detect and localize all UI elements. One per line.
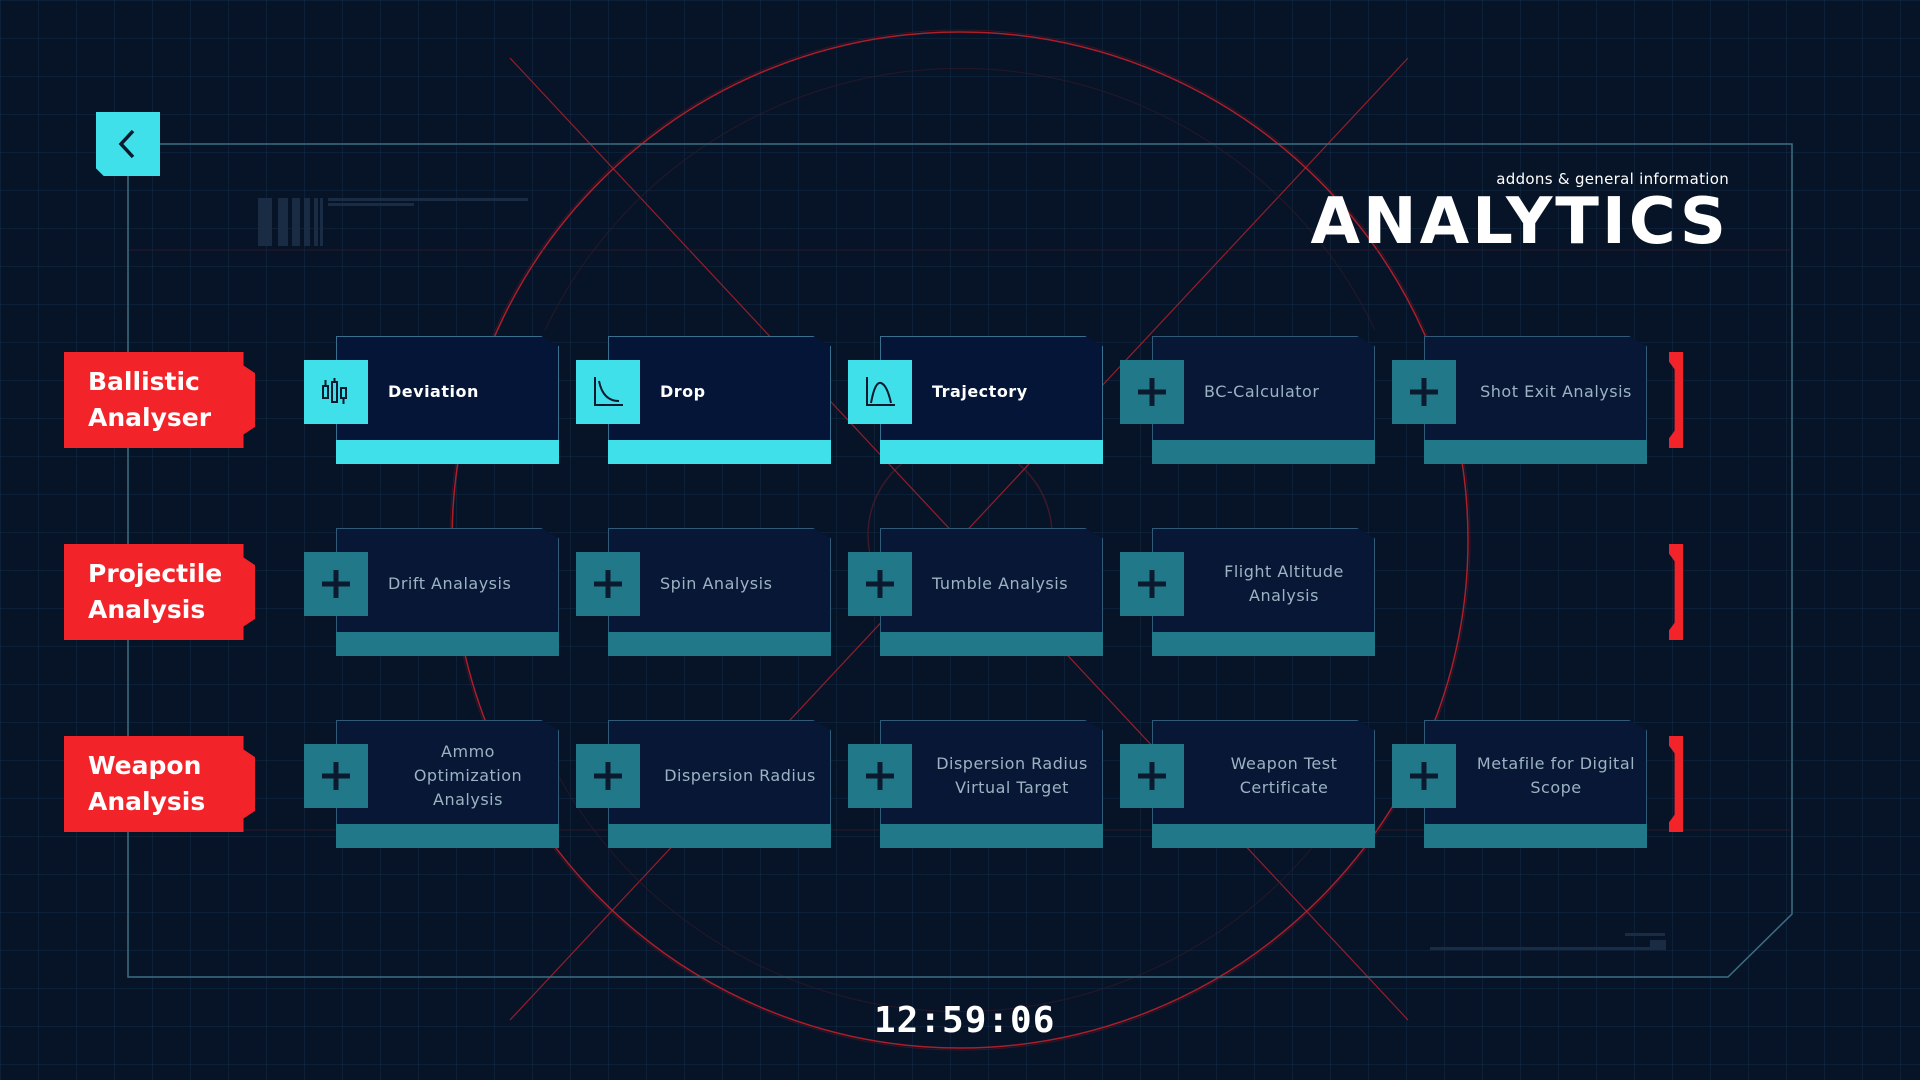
tile-bc-calculator[interactable]: BC-Calculator bbox=[1120, 336, 1393, 464]
tile-label: Drop bbox=[660, 382, 706, 401]
tile-dispersion-radius[interactable]: Dispersion Radius bbox=[576, 720, 849, 848]
tile-drop[interactable]: Drop bbox=[576, 336, 849, 464]
tile-trajectory[interactable]: Trajectory bbox=[848, 336, 1121, 464]
tile-metafile-for-digital-scope[interactable]: Metafile for Digital Scope bbox=[1392, 720, 1665, 848]
tile-label: BC-Calculator bbox=[1204, 382, 1320, 401]
tile-label: Deviation bbox=[388, 382, 479, 401]
row-label-line1: Weapon bbox=[88, 751, 202, 780]
tile-label: Ammo Optimization Analysis bbox=[413, 742, 523, 809]
plus-icon bbox=[1392, 744, 1456, 808]
deviation-chart-icon bbox=[304, 360, 368, 424]
tile-deviation[interactable]: Deviation bbox=[304, 336, 577, 464]
tile-flight-altitude-analysis[interactable]: Flight Altitude Analysis bbox=[1120, 528, 1393, 656]
tile-spin-analysis[interactable]: Spin Analysis bbox=[576, 528, 849, 656]
tile-weapon-test-certificate[interactable]: Weapon Test Certificate bbox=[1120, 720, 1393, 848]
clock: 12:59:06 bbox=[874, 1000, 1056, 1041]
trajectory-curve-icon bbox=[848, 360, 912, 424]
row-label-weapon-analysis: Weapon Analysis bbox=[64, 736, 255, 832]
plus-icon bbox=[576, 744, 640, 808]
row-label-projectile-analysis: Projectile Analysis bbox=[64, 544, 255, 640]
tile-label: Flight Altitude Analysis bbox=[1224, 562, 1344, 605]
tile-label: Dispersion Radius Virtual Target bbox=[936, 754, 1088, 797]
tile-label: Weapon Test Certificate bbox=[1230, 754, 1338, 797]
tile-drift-analysis[interactable]: Drift Analaysis bbox=[304, 528, 577, 656]
tile-label: Spin Analysis bbox=[660, 574, 773, 593]
tile-ammo-optimization-analysis[interactable]: Ammo Optimization Analysis bbox=[304, 720, 577, 848]
row-label-line1: Ballistic bbox=[88, 367, 200, 396]
tile-label: Metafile for Digital Scope bbox=[1476, 754, 1636, 797]
plus-icon bbox=[576, 552, 640, 616]
drop-curve-icon bbox=[576, 360, 640, 424]
chevron-left-icon bbox=[118, 129, 135, 159]
plus-icon bbox=[848, 552, 912, 616]
plus-icon bbox=[1120, 744, 1184, 808]
plus-icon bbox=[848, 744, 912, 808]
plus-icon bbox=[304, 744, 368, 808]
back-button[interactable] bbox=[96, 112, 160, 176]
tile-label: Drift Analaysis bbox=[388, 574, 512, 593]
tile-label: Tumble Analysis bbox=[932, 574, 1069, 593]
row-label-line2: Analyser bbox=[88, 403, 212, 432]
tile-dispersion-radius-virtual-target[interactable]: Dispersion Radius Virtual Target bbox=[848, 720, 1121, 848]
tile-tumble-analysis[interactable]: Tumble Analysis bbox=[848, 528, 1121, 656]
row-label-line2: Analysis bbox=[88, 595, 206, 624]
header: addons & general information ANALYTICS bbox=[1310, 170, 1730, 259]
tile-label: Shot Exit Analysis bbox=[1480, 382, 1632, 401]
page-title: ANALYTICS bbox=[1310, 185, 1729, 259]
row-label-ballistic-analyser: Ballistic Analyser bbox=[64, 352, 255, 448]
tile-label: Dispersion Radius bbox=[664, 766, 816, 785]
row-label-line2: Analysis bbox=[88, 787, 206, 816]
plus-icon bbox=[1392, 360, 1456, 424]
plus-icon bbox=[1120, 360, 1184, 424]
row-label-line1: Projectile bbox=[88, 559, 223, 588]
plus-icon bbox=[304, 552, 368, 616]
plus-icon bbox=[1120, 552, 1184, 616]
tile-label: Trajectory bbox=[932, 382, 1028, 401]
header-subtitle: addons & general information bbox=[1496, 170, 1729, 188]
tile-shot-exit-analysis[interactable]: Shot Exit Analysis bbox=[1392, 336, 1665, 464]
